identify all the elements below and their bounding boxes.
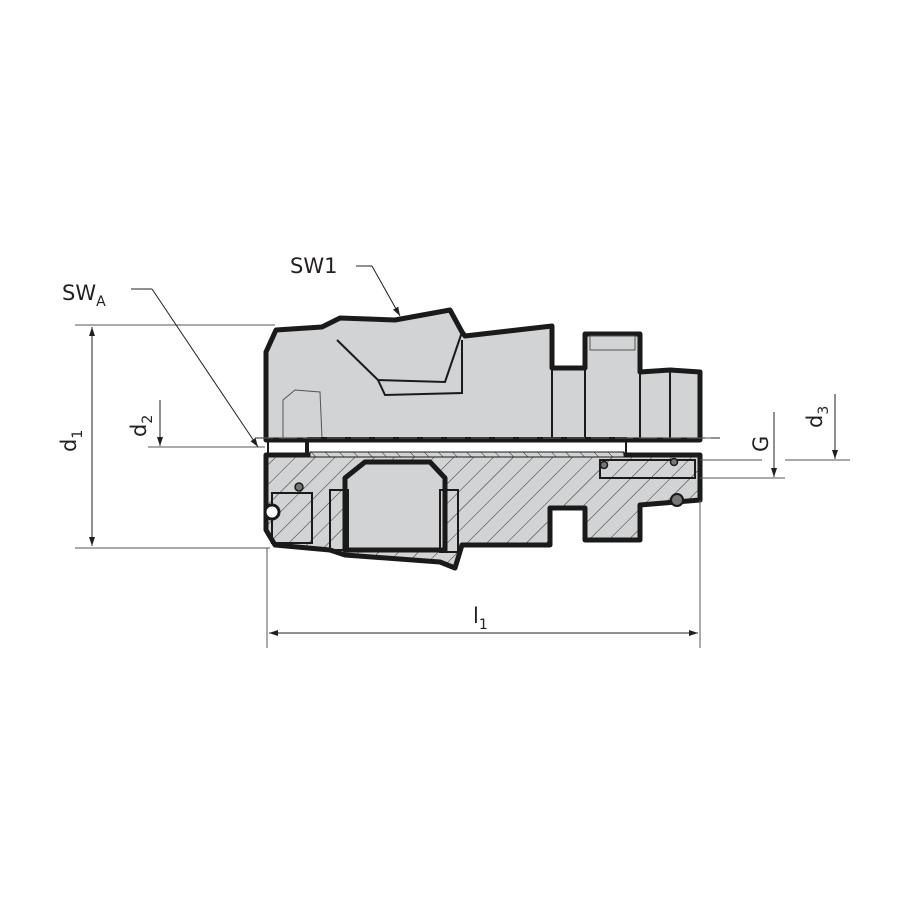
label-d2: d2 [127, 415, 156, 437]
o-ring-icon [669, 457, 679, 467]
label-g: G [749, 436, 773, 452]
label-l1: l1 [473, 604, 488, 633]
fitting-body-section [263, 437, 703, 571]
label-d1: d1 [57, 430, 86, 452]
label-sw-a: SWA [62, 281, 106, 310]
o-ring-icon [263, 503, 281, 521]
fitting-body-view [263, 307, 703, 443]
o-ring-icon [294, 482, 304, 492]
label-sw1: SW1 [290, 254, 337, 278]
o-ring-icon [670, 493, 684, 507]
dimension-lines [75, 265, 850, 648]
label-d3: d3 [803, 406, 832, 428]
o-ring-icon [599, 460, 609, 470]
